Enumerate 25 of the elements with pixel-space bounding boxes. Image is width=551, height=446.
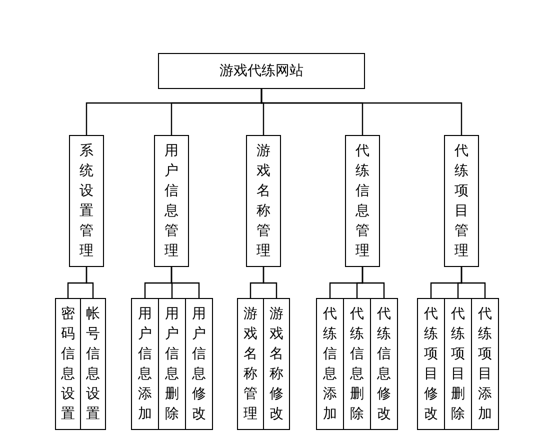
connector-line: [260, 89, 462, 135]
connector-line: [362, 267, 385, 298]
function-box: 用户信息添加: [131, 298, 159, 430]
function-box: 游戏名称管理: [237, 298, 264, 430]
function-box: 游戏名称修改: [263, 298, 290, 430]
connector-line: [262, 267, 278, 298]
function-box: 代练信息删除: [343, 298, 371, 430]
function-box: 用户信息删除: [158, 298, 186, 430]
function-box: 代练信息修改: [370, 298, 398, 430]
function-box: 用户信息修改: [185, 298, 213, 430]
connector-line: [170, 267, 200, 298]
module-box: 代练项目管理: [444, 135, 479, 267]
function-box: 代练项目修改: [417, 298, 445, 430]
function-box: 帐号信息设置: [80, 298, 106, 430]
module-box: 代练信息管理: [345, 135, 380, 267]
root-box: 游戏代练网站: [158, 53, 365, 89]
function-box: 代练项目删除: [444, 298, 472, 430]
module-box: 系统设置管理: [69, 135, 104, 267]
module-box: 用户信息管理: [154, 135, 189, 267]
module-box: 游戏名称管理: [246, 135, 281, 267]
connector-line: [86, 267, 94, 298]
function-box: 密码信息设置: [55, 298, 81, 430]
function-box: 代练项目添加: [471, 298, 499, 430]
function-box: 代练信息添加: [316, 298, 344, 430]
connector-line: [460, 267, 486, 298]
